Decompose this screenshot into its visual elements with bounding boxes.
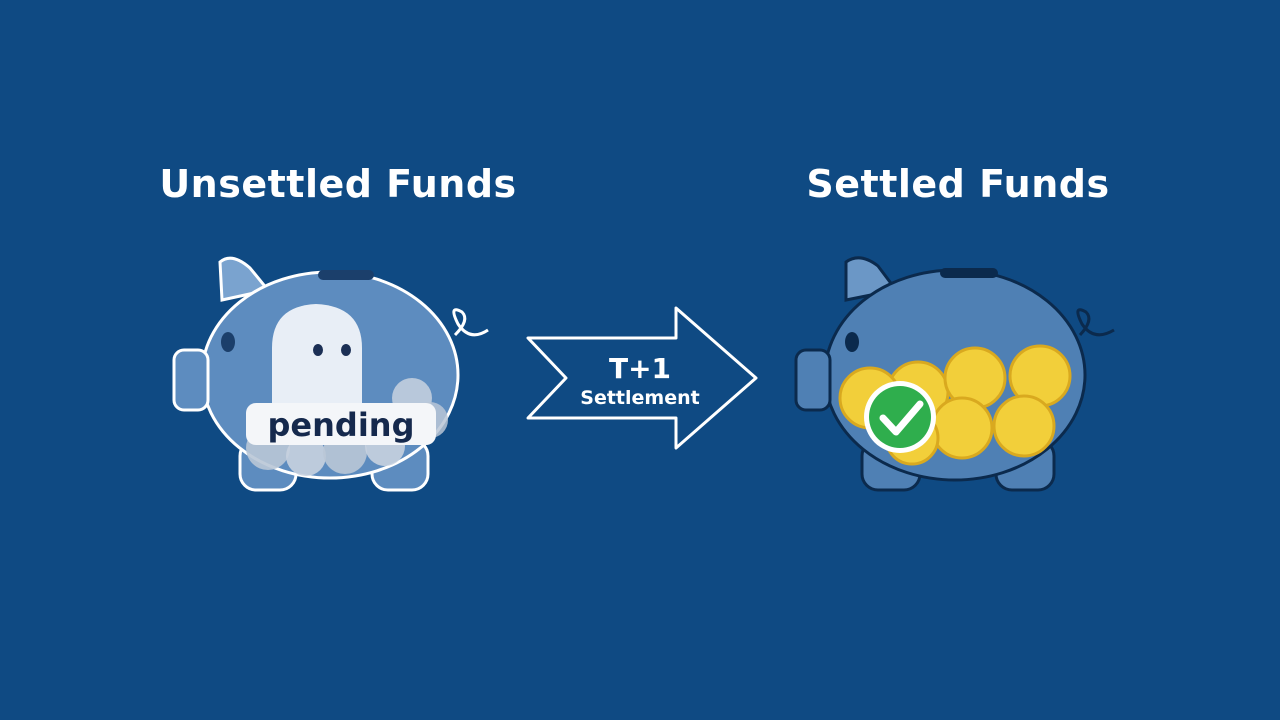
right-pig-tail bbox=[1076, 308, 1115, 337]
left-pig-coin-slot bbox=[318, 270, 374, 280]
ghost-icon bbox=[272, 304, 362, 420]
left-pig-eye bbox=[221, 332, 235, 352]
coin bbox=[930, 396, 994, 460]
pending-badge-background bbox=[246, 403, 436, 445]
left-pig-tail bbox=[452, 308, 489, 337]
checkmark-icon bbox=[864, 381, 936, 453]
right-arrow-icon: T+1 Settlement bbox=[526, 306, 758, 450]
pending-badge: pending bbox=[246, 403, 436, 445]
unsettled-funds-title: Unsettled Funds bbox=[159, 162, 517, 206]
pending-label: pending bbox=[268, 406, 415, 444]
coin bbox=[992, 394, 1056, 458]
arrow-label-t1: T+1 bbox=[609, 352, 671, 385]
right-pig-eye bbox=[845, 332, 859, 352]
settled-funds-title: Settled Funds bbox=[806, 162, 1110, 206]
ghost-body bbox=[272, 304, 362, 420]
ghost-left-eye bbox=[313, 344, 323, 356]
checkmark-circle bbox=[869, 386, 931, 448]
arrow-label-settlement: Settlement bbox=[580, 387, 699, 409]
arrow-shape bbox=[526, 306, 758, 450]
right-pig-coin-slot bbox=[940, 268, 998, 278]
checkmark-tick bbox=[879, 400, 924, 436]
left-pig-snout bbox=[172, 348, 210, 412]
ghost-right-eye bbox=[341, 344, 351, 356]
right-pig-snout bbox=[794, 348, 832, 412]
